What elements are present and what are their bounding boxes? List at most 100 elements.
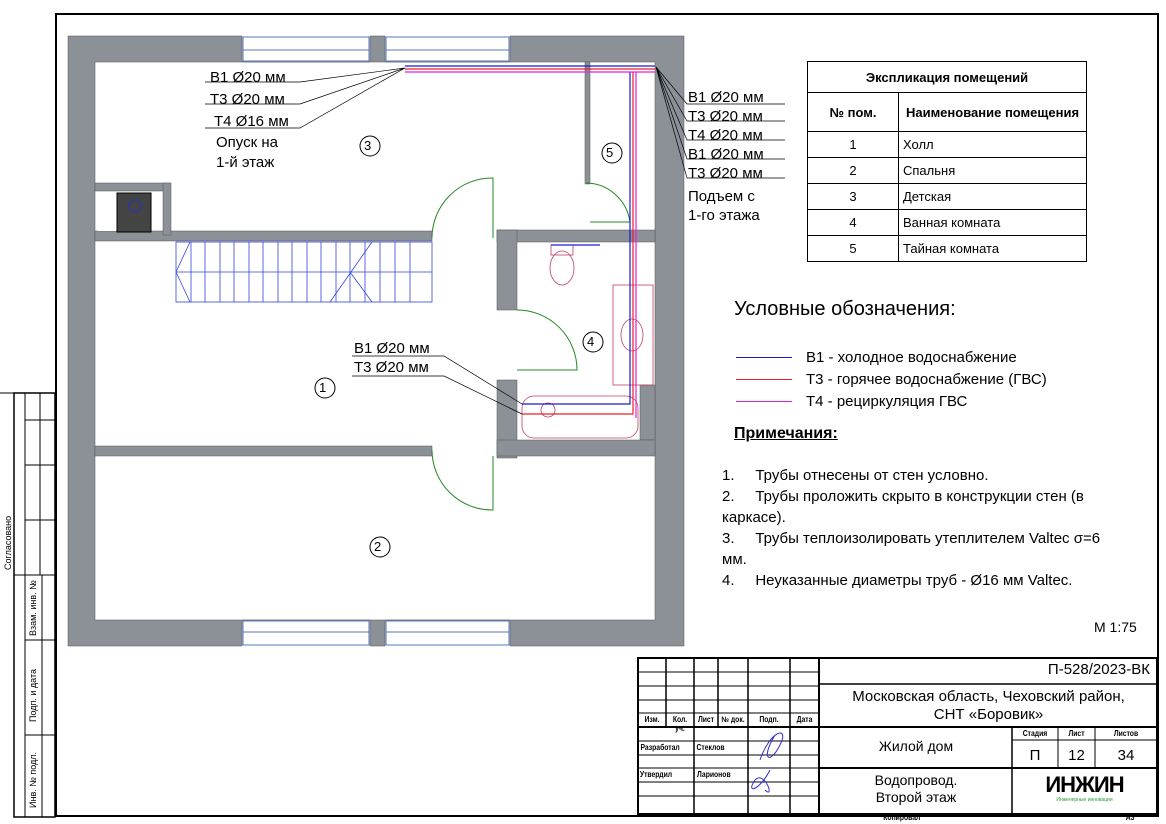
staircase: [175, 241, 433, 303]
room-name: Детская: [898, 183, 1087, 210]
room-number-1: 1: [319, 380, 327, 395]
pipe-note: 1-го этажа: [688, 207, 760, 224]
door: [431, 449, 494, 511]
stage-label: Стадия: [1022, 729, 1048, 738]
pipe-label: Т3 Ø20 мм: [688, 108, 763, 125]
stage: П: [1029, 747, 1041, 764]
pipe-label: Т3 Ø20 мм: [210, 91, 285, 108]
room-number-5: 5: [606, 145, 614, 160]
window: [242, 620, 370, 646]
document-code: П-528/2023-ВК: [1047, 661, 1150, 678]
room-number-2: 2: [374, 539, 382, 554]
role-developer: Разработал: [640, 743, 680, 752]
legend-label: В1 - холодное водоснабжение: [806, 349, 1017, 366]
signature: [751, 732, 784, 793]
note-2: 2. Трубы проложить скрыто в конструкции …: [722, 488, 1089, 526]
pipe-label: Т4 Ø16 мм: [214, 113, 289, 130]
room-name: Холл: [898, 131, 1087, 158]
sink: [620, 318, 644, 352]
pipe-label: Т4 Ø20 мм: [688, 127, 763, 144]
door: [431, 177, 494, 239]
pipe-note: Подъем с: [688, 188, 755, 205]
location-line-2: СНТ «Боровик»: [933, 706, 1044, 723]
stamp-field-inventory: Инв. № подл.: [28, 751, 38, 808]
note-3: 3. Трубы теплоизолировать утеплителем Va…: [722, 530, 1105, 568]
sheets-label: Листов: [1113, 729, 1139, 738]
room-name: Тайная комната: [898, 235, 1087, 262]
drawing-frame: [55, 13, 1159, 817]
header-date: Дата: [796, 715, 813, 724]
explication-title: Экспликация помещений: [807, 61, 1087, 93]
room-num: 4: [807, 209, 899, 236]
toilet: [549, 250, 575, 286]
pipe-label: В1 Ø20 мм: [688, 89, 764, 106]
recirculation-line-icon: [736, 401, 792, 402]
room-number-3: 3: [364, 138, 372, 153]
name-developer: Стеклов: [696, 743, 725, 752]
window: [385, 620, 510, 646]
header-kol: Кол. уч.: [672, 715, 688, 733]
legend-item: Т4 - рециркуляция ГВС: [736, 393, 967, 410]
room-num: 3: [807, 183, 899, 210]
pipe-note: Опуск на: [216, 134, 278, 151]
outer-walls: [67, 35, 685, 647]
chimney: [116, 192, 152, 233]
header-sign: Подп.: [759, 715, 779, 724]
door: [516, 309, 578, 371]
pipe-label: Т3 Ø20 мм: [688, 165, 763, 182]
room-num: 2: [807, 157, 899, 184]
agreed-label: Согласовано: [3, 515, 13, 570]
stamp-field-sign-date: Подп. и дата: [28, 668, 38, 722]
pipes: [405, 65, 655, 418]
room-num: 1: [807, 131, 899, 158]
pipe-labels-top-left: В1 Ø20 мм Т3 Ø20 мм Т4 Ø16 мм Опуск на 1…: [210, 67, 289, 173]
legend-title: Условные обозначения:: [734, 298, 956, 320]
sheet-label: Лист: [1068, 729, 1085, 738]
company-logo-subtitle: Инженерные инновации: [1056, 797, 1113, 803]
pipe-label: В1 Ø20 мм: [688, 146, 764, 163]
header-doc: № док.: [721, 715, 745, 724]
sheet-title-2: Второй этаж: [875, 789, 957, 805]
pipe-label: В1 Ø20 мм: [210, 69, 286, 86]
location-line-1: Московская область, Чеховский район,: [852, 688, 1125, 705]
note-1: 1. Трубы отнесены от стен условно.: [722, 467, 989, 484]
copied-label: Копировал: [883, 813, 921, 822]
pipe-labels-top-right: В1 Ø20 мм Т3 Ø20 мм Т4 Ø20 мм В1 Ø20 мм …: [688, 88, 764, 225]
cold-water-line-icon: [736, 357, 792, 358]
pipe-label: Т3 Ø20 мм: [354, 359, 429, 376]
legend-item: Т3 - горячее водоснабжение (ГВС): [736, 371, 1047, 388]
explication-table: Экспликация помещений № пом.Наименование…: [807, 61, 1087, 262]
name-approver: Ларионов: [696, 770, 731, 779]
company-logo: ИНЖИН: [1045, 772, 1124, 797]
legend-item: В1 - холодное водоснабжение: [736, 349, 1017, 366]
scale: М 1:75: [1094, 619, 1137, 635]
room-number-4: 4: [587, 334, 595, 349]
room-name: Спальня: [898, 157, 1087, 184]
sheet-title-1: Водопровод.: [874, 772, 958, 788]
hot-water-line-icon: [736, 379, 792, 380]
sheets-total: 34: [1117, 747, 1135, 764]
wall-bath: [496, 229, 518, 311]
window: [242, 36, 370, 62]
stamp-field-replace: Взам. инв. №: [28, 580, 38, 636]
object-name: Жилой дом: [878, 738, 954, 754]
pipe-note: 1-й этаж: [216, 154, 275, 171]
note-4: 4. Неуказанные диаметры труб - Ø16 мм Va…: [722, 572, 1073, 589]
pipe-labels-bath: В1 Ø20 мм Т3 Ø20 мм: [354, 339, 430, 377]
sheet-number: 12: [1068, 747, 1085, 764]
col-name: Наименование помещения: [898, 92, 1087, 132]
notes-title: Примечания:: [734, 425, 838, 442]
bathtub: [521, 395, 639, 439]
paper-format: А3: [1125, 813, 1135, 822]
header-list: Лист: [697, 715, 715, 724]
legend-label: Т3 - горячее водоснабжение (ГВС): [806, 371, 1047, 388]
legend-label: Т4 - рециркуляция ГВС: [806, 393, 968, 410]
room-num: 5: [807, 235, 899, 262]
